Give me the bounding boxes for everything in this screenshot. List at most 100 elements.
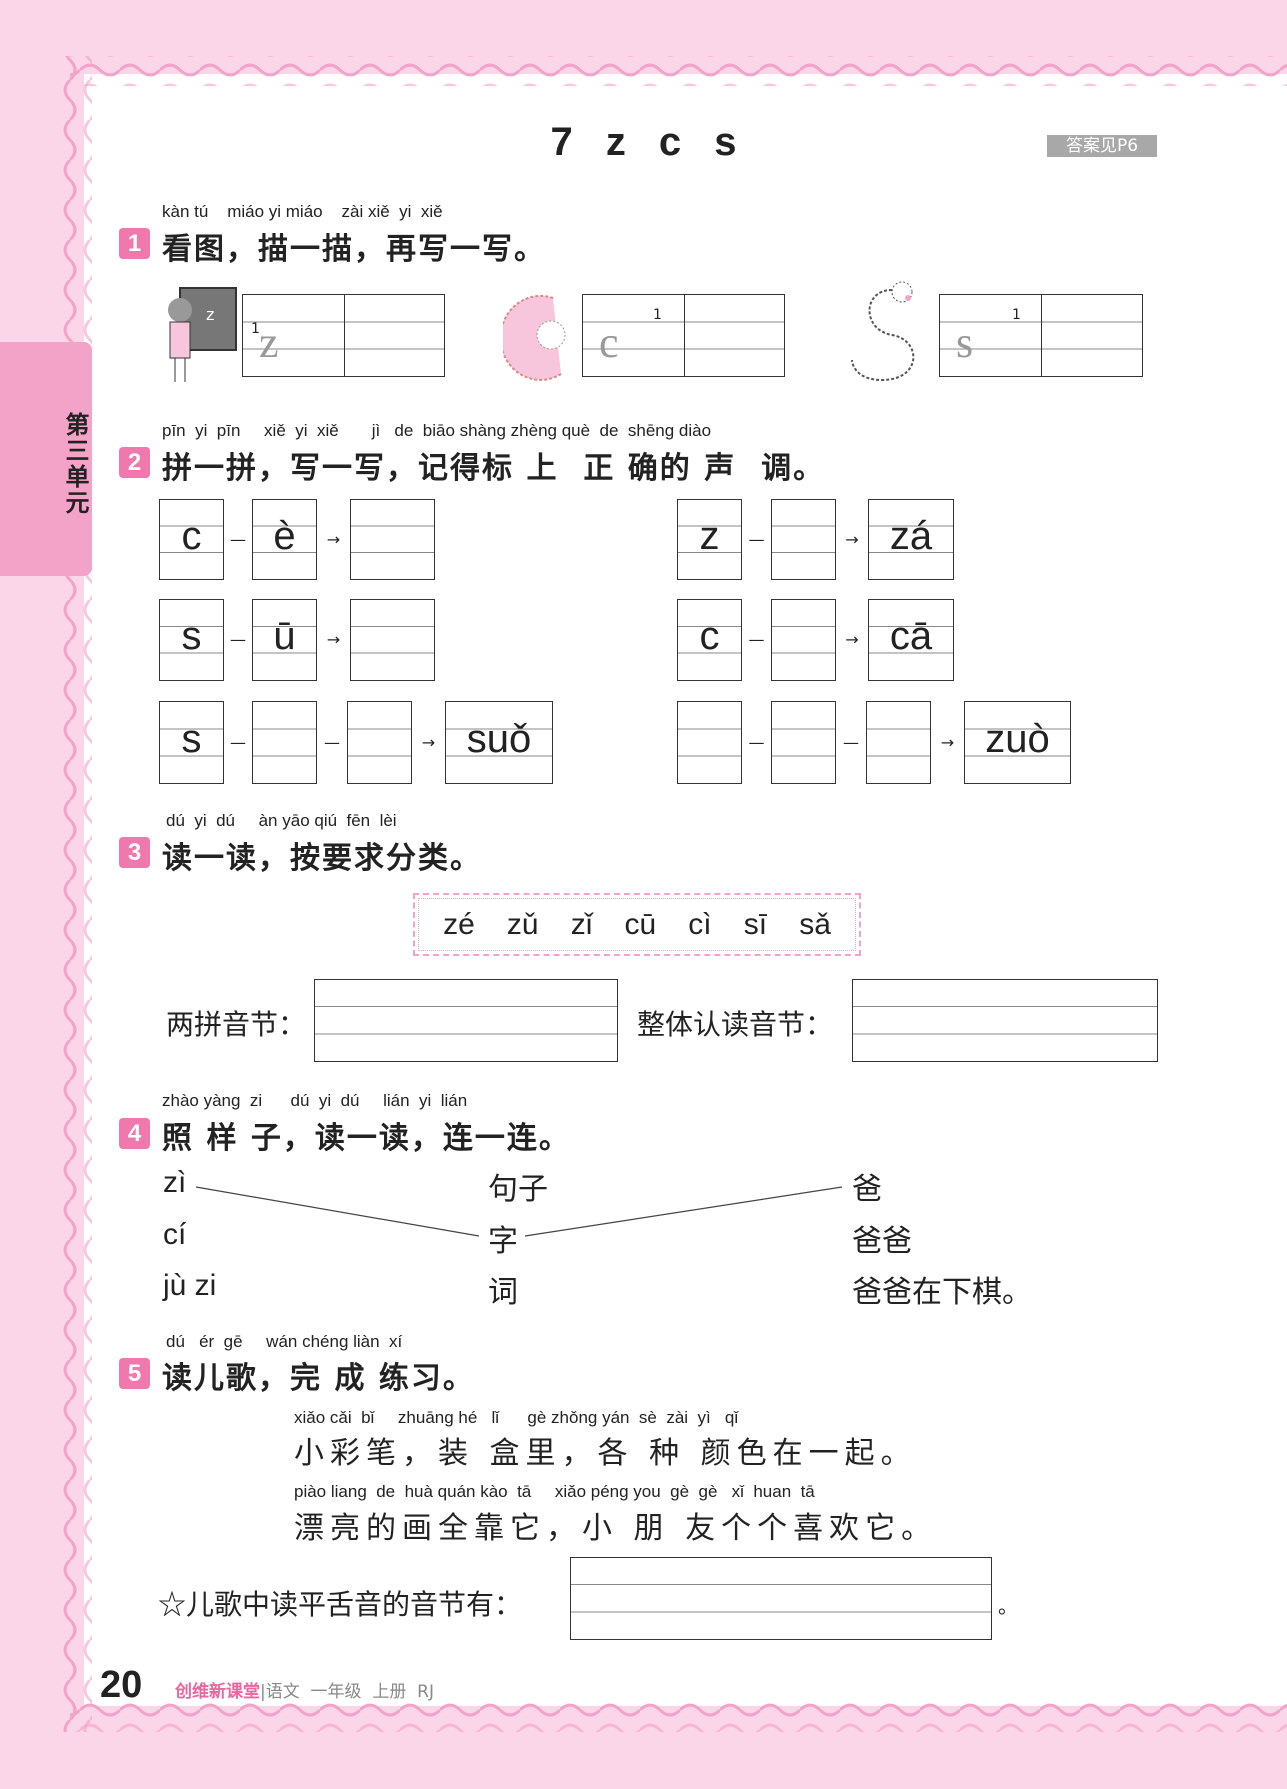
stroke-number: 1 <box>251 321 260 337</box>
pinyin-grid-box[interactable]: suǒ <box>445 701 553 784</box>
pinyin-grid-box[interactable] <box>677 701 742 784</box>
trace-letter: c <box>599 318 619 367</box>
grid-letter: suǒ <box>466 716 532 761</box>
pinyin-grid-box[interactable]: è <box>252 499 317 580</box>
dash-connector: — <box>230 529 246 549</box>
answer-reference-badge: 答案见P6 <box>1047 135 1157 157</box>
grid-letter: c <box>699 613 720 658</box>
pinyin-grid-box[interactable] <box>347 701 412 784</box>
book-info: 语文 一年级 上册 RJ <box>265 1682 434 1702</box>
two-part-syllable-label: 两拼音节： <box>166 1008 307 1041</box>
pinyin-grid-box[interactable]: cā <box>868 599 954 681</box>
dash-connector: — <box>748 630 765 649</box>
unit-tab: 第三单元 <box>0 342 92 576</box>
match-pinyin[interactable]: cí <box>163 1218 187 1251</box>
dash-connector: — <box>843 732 859 752</box>
section-pinyin: dú yi dú àn yāo qiú fēn lèi <box>166 811 397 830</box>
page-number: 20 <box>100 1664 143 1706</box>
arrow-icon: → <box>326 529 341 549</box>
pinyin-grid-box[interactable] <box>866 701 931 784</box>
match-example[interactable]: 爸爸 <box>852 1224 912 1259</box>
section-heading: 读一读，按要求分类。 <box>162 841 482 876</box>
section-heading: 读儿歌，完 成 练习。 <box>162 1361 475 1396</box>
end-mark: 。 <box>998 1594 1018 1618</box>
arrow-icon: → <box>421 732 436 752</box>
dash-connector: — <box>748 732 765 752</box>
pinyin-grid-box[interactable] <box>771 599 836 681</box>
footer-info: 创维新课堂|语文 一年级 上册 RJ <box>175 1677 434 1702</box>
poem-line: 小彩笔，装 盒里，各 种 颜色在一起。 <box>294 1436 917 1471</box>
pinyin-grid-box[interactable]: z <box>677 499 742 580</box>
syllable: zé <box>443 907 475 941</box>
pinyin-grid-box[interactable]: c <box>159 499 224 580</box>
poem-pinyin: piào liang de huà quán kào tā xiǎo péng … <box>294 1482 815 1501</box>
syllable: zǐ <box>570 907 593 941</box>
pinyin-grid-box[interactable]: zá <box>868 499 954 580</box>
two-part-syllable-answer[interactable] <box>314 979 618 1062</box>
grid-letter: ū <box>273 613 296 658</box>
syllable: cū <box>624 907 657 941</box>
section-heading: 看图，描一描，再写一写。 <box>162 232 546 267</box>
trace-letter: s <box>956 318 974 367</box>
girl-at-blackboard-picture: z <box>168 287 237 382</box>
grid-letter: zá <box>889 513 933 558</box>
flat-tongue-answer[interactable] <box>570 1557 992 1640</box>
section-pinyin: zhào yàng zi dú yi dú lián yi lián <box>162 1091 468 1110</box>
syllable: cì <box>688 907 712 941</box>
match-category[interactable]: 字 <box>488 1224 518 1259</box>
match-example[interactable]: 爸 <box>852 1172 882 1207</box>
grid-letter: zuò <box>985 716 1050 761</box>
section-heading: 照 样 子，读一读，连一连。 <box>162 1121 571 1156</box>
syllable: sǎ <box>799 907 831 941</box>
match-category[interactable]: 词 <box>488 1275 518 1310</box>
section-number: 2 <box>119 447 150 478</box>
arrow-icon: → <box>845 529 859 549</box>
pinyin-grid-box[interactable]: ū <box>252 599 317 681</box>
section-number: 1 <box>119 228 150 259</box>
grid-letter: s <box>181 716 202 761</box>
pinyin-grid-box[interactable]: s <box>159 701 224 784</box>
pinyin-grid-box[interactable] <box>252 701 317 784</box>
svg-text:z: z <box>206 305 214 324</box>
match-category[interactable]: 句子 <box>488 1172 548 1207</box>
poem-pinyin: xiǎo cǎi bǐ zhuāng hé lǐ gè zhǒng yán sè… <box>294 1408 739 1427</box>
separator: | <box>260 1682 266 1702</box>
section-pinyin: kàn tú miáo yi miáo zài xiě yi xiě <box>162 202 443 221</box>
match-pinyin[interactable]: zì <box>163 1166 187 1199</box>
whole-syllable-answer[interactable] <box>852 979 1158 1062</box>
dash-connector: — <box>324 732 340 752</box>
arrow-icon: → <box>940 732 955 752</box>
syllable-box: zé zǔ zǐ cū cì sī sǎ <box>413 893 861 956</box>
page-title: 7 z c s <box>550 120 737 164</box>
poem-line: 漂亮的画全靠它，小 朋 友个个喜欢它。 <box>294 1511 938 1546</box>
grid-letter: cā <box>889 613 933 658</box>
dash-connector: — <box>748 529 765 549</box>
grid-letter: s <box>181 613 202 658</box>
trace-letter: z <box>259 318 279 367</box>
pinyin-grid-box[interactable] <box>771 701 836 784</box>
brand: 创维新课堂 <box>175 1682 260 1702</box>
pinyin-grid-box[interactable]: zuò <box>964 701 1071 784</box>
snake-picture <box>851 281 915 382</box>
grid-letter: c <box>181 513 202 558</box>
dash-connector: — <box>230 732 246 752</box>
pinyin-grid-box[interactable] <box>771 499 836 580</box>
pinyin-grid-box[interactable] <box>350 499 435 580</box>
grid-letter: è <box>273 513 296 558</box>
section-pinyin: pīn yi pīn xiě yi xiě jì de biāo shàng z… <box>162 421 712 440</box>
match-example[interactable]: 爸爸在下棋。 <box>852 1275 1032 1310</box>
whole-syllable-label: 整体认读音节： <box>637 1008 834 1041</box>
pinyin-grid-box[interactable]: s <box>159 599 224 681</box>
section-heading: 拼一拼，写一写，记得标 上 正 确的 声 调。 <box>162 451 826 486</box>
section-number: 3 <box>119 837 150 868</box>
stroke-number: 1 <box>1012 307 1021 323</box>
section-number: 4 <box>119 1118 150 1149</box>
unit-tab-label: 第三单元 <box>61 412 89 516</box>
pinyin-grid-box[interactable] <box>350 599 435 681</box>
pinyin-grid-box[interactable]: c <box>677 599 742 681</box>
match-pinyin[interactable]: jù zi <box>163 1269 217 1302</box>
stroke-number: 1 <box>653 307 662 323</box>
